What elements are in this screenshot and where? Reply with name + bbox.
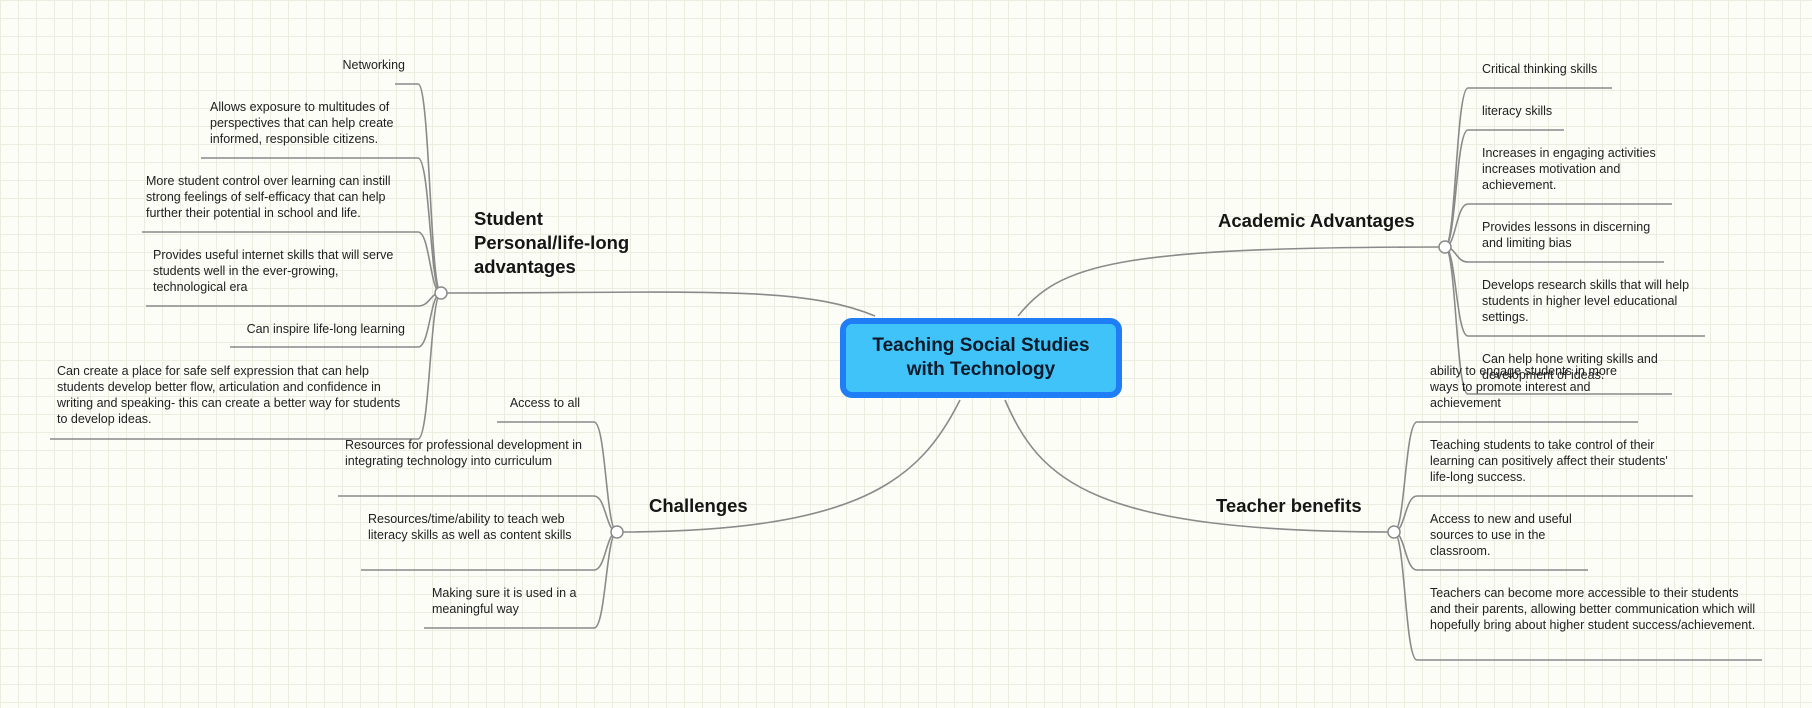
connector-teacher: [1004, 399, 1395, 533]
student-item[interactable]: Allows exposure to multitudes of perspec…: [210, 100, 394, 146]
student-collapse-knob[interactable]: [434, 286, 448, 300]
teacher-item[interactable]: Access to new and useful sources to use …: [1430, 512, 1572, 558]
teacher-item[interactable]: Teachers can become more accessible to t…: [1430, 586, 1756, 632]
student-item[interactable]: Networking: [342, 58, 405, 72]
branch-student-title[interactable]: Student Personal/life-long advantages: [474, 208, 630, 277]
student-item[interactable]: More student control over learning can i…: [146, 174, 391, 220]
connector-academic: [1017, 246, 1446, 317]
challenges-collapse-knob[interactable]: [610, 525, 624, 539]
challenges-item[interactable]: Access to all: [509, 396, 580, 410]
teacher-item[interactable]: ability to engage students in more ways …: [1430, 364, 1617, 410]
academic-item[interactable]: Critical thinking skills: [1482, 62, 1598, 76]
student-item[interactable]: Provides useful internet skills that wil…: [153, 248, 394, 294]
central-topic[interactable]: Teaching Social Studies with Technology: [840, 318, 1122, 398]
connector-student: [440, 291, 876, 317]
branch-challenges-title[interactable]: Challenges: [649, 495, 748, 516]
teacher-item[interactable]: Teaching students to take control of the…: [1430, 438, 1668, 484]
branch-teacher-title[interactable]: Teacher benefits: [1216, 495, 1362, 516]
teacher-collapse-knob[interactable]: [1387, 525, 1401, 539]
academic-item[interactable]: Develops research skills that will help …: [1482, 278, 1690, 324]
student-item[interactable]: Can inspire life-long learning: [246, 322, 405, 336]
branch-academic-title[interactable]: Academic Advantages: [1218, 210, 1415, 231]
academic-item[interactable]: Increases in engaging activities increas…: [1482, 146, 1656, 192]
central-topic-label: Teaching Social Studies with Technology: [872, 335, 1090, 380]
challenges-item[interactable]: Making sure it is used in a meaningful w…: [432, 586, 577, 616]
academic-item[interactable]: Can help hone writing skills and develop…: [1482, 352, 1658, 382]
academic-collapse-knob[interactable]: [1438, 240, 1452, 254]
challenges-item[interactable]: Resources for professional development i…: [345, 438, 582, 468]
academic-item[interactable]: Provides lessons in discerning and limit…: [1482, 220, 1651, 250]
academic-item[interactable]: literacy skills: [1482, 104, 1553, 118]
challenges-item[interactable]: Resources/time/ability to teach web lite…: [368, 512, 572, 542]
connector-challenges: [616, 399, 961, 533]
student-item[interactable]: Can create a place for safe self express…: [57, 364, 401, 426]
